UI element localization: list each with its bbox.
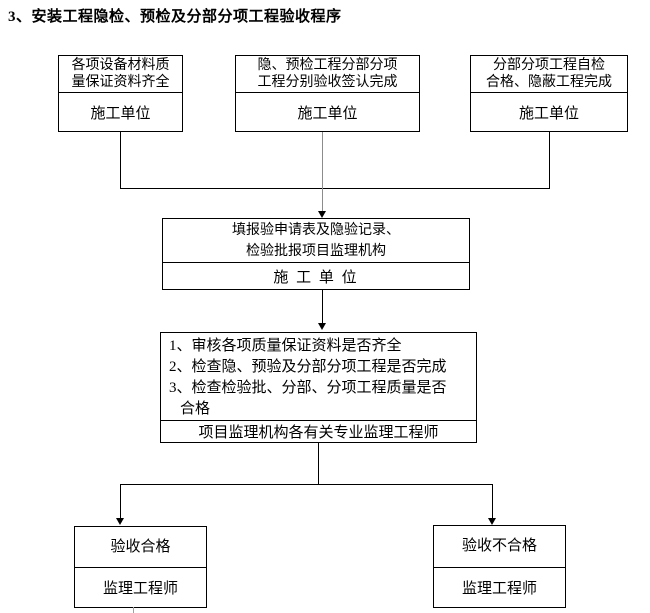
flow-box-actor: 施工单位 [518,105,579,122]
flow-box-material-docs: 各项设备材料质 量保证资料齐全 施工单位 [58,55,183,132]
connector-stub [133,607,134,613]
flow-box-rejected: 验收不合格 监理工程师 [433,525,566,608]
flow-box-content: 隐、预检工程分部分项 工程分别验收签认完成 [236,56,419,93]
connector-line-left [120,132,121,188]
arrow-down-icon [488,518,496,525]
flow-box-submit-application: 填报验申请表及隐验记录、 检验批报项目监理机构 施 工 单 位 [162,218,470,290]
flow-box-content: 验收不合格 [434,526,565,568]
review-item: 2、检查隐、预验及分部分项工程是否完成 [169,359,447,375]
review-item: 1、审核各项质量保证资料是否齐全 [169,338,402,354]
flow-box-actor: 施 工 单 位 [273,269,359,286]
connector-line-fail [492,484,493,518]
content-line: 各项设备材料质 [71,58,170,73]
content-line: 工程分别验收签认完成 [257,75,398,90]
flow-box-content: 验收合格 [75,527,206,568]
flow-box-supervisor-review: 1、审核各项质量保证资料是否齐全 2、检查隐、预验及分部分项工程是否完成 3、检… [160,332,477,443]
content-line: 填报验申请表及隐验记录、 [232,222,400,238]
flow-box-content: 各项设备材料质 量保证资料齐全 [59,56,182,93]
flow-box-actor: 项目监理机构各有关专业监理工程师 [198,425,439,441]
content-line: 隐、预检工程分部分项 [257,58,398,73]
arrow-down-icon [318,323,326,330]
flow-box-accepted: 验收合格 监理工程师 [74,526,207,608]
flow-box-inspection-signoff: 隐、预检工程分部分项 工程分别验收签认完成 施工单位 [235,55,420,132]
connector-line-center [322,132,323,211]
flow-box-actor: 施工单位 [297,105,358,122]
flow-box-actor: 监理工程师 [461,581,537,597]
flow-box-content: 填报验申请表及隐验记录、 检验批报项目监理机构 [163,219,469,263]
flow-box-content: 1、审核各项质量保证资料是否齐全 2、检查隐、预验及分部分项工程是否完成 3、检… [161,333,476,421]
content-line: 量保证资料齐全 [71,75,170,90]
connector-line-merge [120,188,550,189]
connector-line-right [549,132,550,188]
arrow-down-icon [116,518,124,525]
review-item: 合格 [180,401,211,417]
arrow-down-icon [318,211,326,218]
content-line: 分部分项工程自检 [493,58,605,73]
review-item: 3、检查检验批、分部、分项工程质量是否 [169,380,447,396]
flow-box-content: 分部分项工程自检 合格、隐蔽工程完成 [471,56,627,93]
flow-box-actor: 施工单位 [90,105,151,122]
connector-line-pass [120,484,121,518]
connector-line-submit-review [322,290,323,323]
connector-line-split [120,484,493,485]
content-line: 合格、隐蔽工程完成 [486,75,612,90]
content-line: 检验批报项目监理机构 [246,243,386,259]
connector-line-review-split [318,443,319,484]
flow-box-self-check: 分部分项工程自检 合格、隐蔽工程完成 施工单位 [470,55,628,132]
flow-box-actor: 监理工程师 [102,581,178,597]
page-title: 3、安装工程隐检、预检及分部分项工程验收程序 [8,9,342,25]
